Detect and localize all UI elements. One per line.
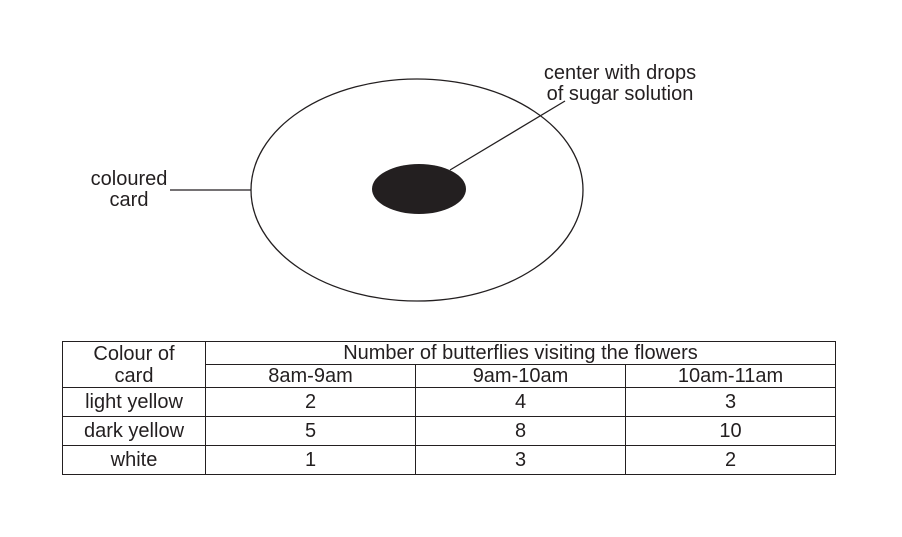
table-cell: 3 — [625, 387, 836, 417]
row-header-line-1: Colour of — [93, 342, 175, 365]
group-header-cell: Number of butterflies visiting the flowe… — [205, 341, 836, 365]
table-cell: 3 — [415, 445, 626, 475]
card-label-line-1: coloured — [90, 168, 168, 190]
center-label: center with drops of sugar solution — [500, 63, 740, 105]
table-row: dark yellow 5 8 10 — [62, 416, 836, 446]
table-cell: 8 — [415, 416, 626, 446]
table-header-row: Colour of card Number of butterflies vis… — [62, 341, 836, 388]
center-label-line-1: center with drops — [543, 62, 697, 84]
table-cell: 2 — [205, 387, 416, 417]
time-header-row: 8am-9am 9am-10am 10am-11am — [63, 364, 836, 388]
center-pointer-line — [449, 100, 566, 171]
table-cell: 1 — [205, 445, 416, 475]
table-row: white 1 3 2 — [62, 445, 836, 475]
row-label: dark yellow — [62, 416, 206, 446]
row-header-line-2: card — [114, 364, 154, 387]
table-row: light yellow 2 4 3 — [62, 387, 836, 417]
row-header-cell: Colour of card — [62, 341, 206, 388]
row-label: white — [62, 445, 206, 475]
table-cell: 5 — [205, 416, 416, 446]
card-label-line-2: card — [109, 189, 149, 211]
table-cell: 2 — [625, 445, 836, 475]
sugar-solution-center — [372, 164, 466, 214]
row-label: light yellow — [62, 387, 206, 417]
table-cell: 10 — [625, 416, 836, 446]
center-label-line-2: of sugar solution — [546, 83, 694, 105]
col-header-1: 8am-9am — [205, 364, 416, 388]
flower-model-diagram — [170, 78, 584, 302]
col-header-3: 10am-11am — [625, 364, 836, 388]
butterfly-count-table: Colour of card Number of butterflies vis… — [62, 341, 836, 475]
table-cell: 4 — [415, 387, 626, 417]
card-label: coloured card — [70, 169, 188, 211]
col-header-2: 9am-10am — [415, 364, 626, 388]
